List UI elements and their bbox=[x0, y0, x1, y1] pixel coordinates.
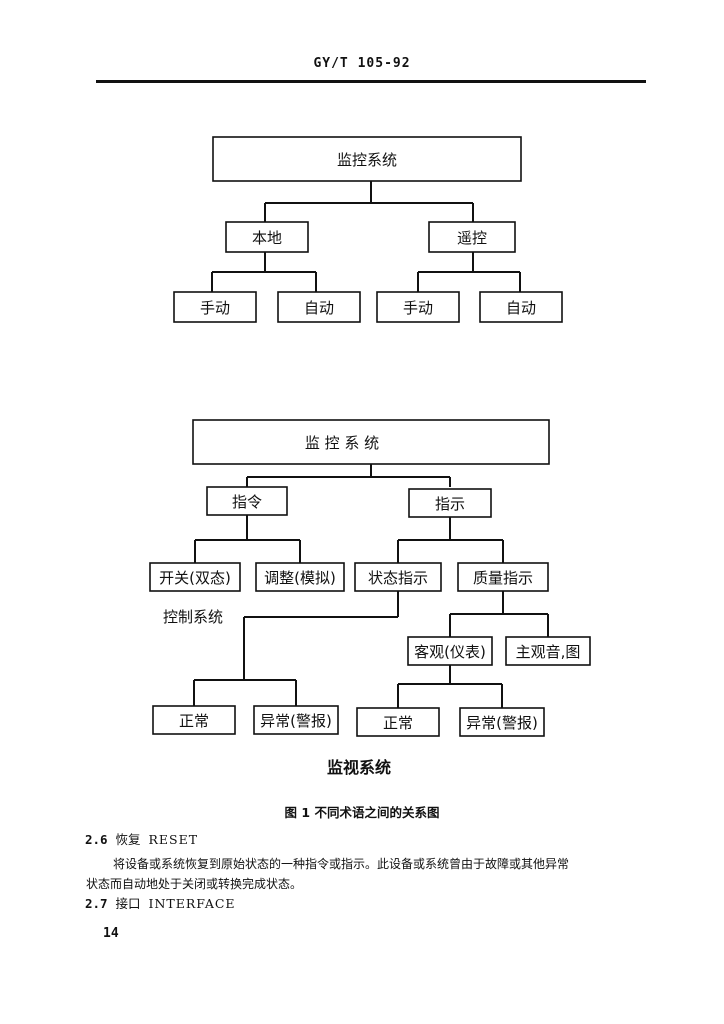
box-local-manual bbox=[173, 291, 257, 323]
connector bbox=[449, 591, 549, 637]
box-local-auto bbox=[277, 291, 361, 323]
tree-local-remote: 监控系统 本地 遥控 手动 自动 手动 自动 bbox=[173, 136, 563, 323]
figure-caption: 图 1 不同术语之间的关系图 bbox=[284, 805, 440, 820]
text-quality-indication: 质量指示 bbox=[473, 569, 533, 587]
connector bbox=[246, 464, 451, 487]
text-objective: 客观(仪表) bbox=[414, 643, 486, 661]
text-normal-2: 正常 bbox=[383, 714, 413, 732]
box-remote-auto bbox=[479, 291, 563, 323]
text-remote-manual: 手动 bbox=[403, 299, 433, 317]
page-number: 14 bbox=[103, 926, 119, 941]
label-control-system: 控制系统 bbox=[163, 608, 224, 626]
text-monitor-control-2: 监 控 系 统 bbox=[305, 434, 379, 452]
text-indication: 指示 bbox=[435, 495, 465, 513]
connector bbox=[397, 517, 504, 563]
box-abnormal-1 bbox=[253, 705, 339, 735]
box-local bbox=[225, 221, 309, 253]
section-2-6-title-cn: 恢复 bbox=[115, 832, 141, 847]
box-abnormal-2 bbox=[459, 707, 545, 737]
text-command: 指令 bbox=[232, 493, 262, 511]
connector bbox=[417, 252, 521, 292]
text-adjust: 调整(模拟) bbox=[264, 569, 336, 587]
box-normal-1 bbox=[152, 705, 236, 735]
section-2-6-body-line1: 将设备或系统恢复到原始状态的一种指令或指示。此设备或系统曾由于故障或其他异常 bbox=[113, 857, 570, 871]
section-2-6-number: 2.6 bbox=[85, 832, 108, 847]
section-2-7-title-en: INTERFACE bbox=[148, 896, 236, 911]
relationship-diagram: 监控系统 本地 遥控 手动 自动 手动 自动 监 控 系 统 指令 指示 开关(… bbox=[149, 136, 591, 737]
box-remote-manual bbox=[376, 291, 460, 323]
tree-command-indication: 监 控 系 统 指令 指示 开关(双态) 调整(模拟) 状态指示 质量指示 客观… bbox=[149, 419, 591, 737]
text-monitor-control: 监控系统 bbox=[337, 151, 397, 169]
text-subjective: 主观音,图 bbox=[516, 643, 581, 661]
section-2-7-title-cn: 接口 bbox=[115, 896, 141, 911]
text-local: 本地 bbox=[252, 229, 282, 247]
text-switch: 开关(双态) bbox=[159, 569, 231, 587]
connector bbox=[211, 252, 317, 292]
section-2-6-title-en: RESET bbox=[148, 832, 199, 847]
box-switch bbox=[149, 562, 241, 592]
header-rule bbox=[96, 80, 646, 83]
text-status-indication: 状态指示 bbox=[368, 569, 428, 587]
text-local-auto: 自动 bbox=[304, 299, 334, 317]
connector bbox=[193, 591, 399, 706]
text-normal-1: 正常 bbox=[179, 712, 209, 730]
connector bbox=[264, 181, 474, 222]
box-adjust bbox=[255, 562, 345, 592]
text-local-manual: 手动 bbox=[200, 299, 230, 317]
box-monitor-control bbox=[212, 136, 522, 182]
box-normal-2 bbox=[356, 707, 440, 737]
section-2-7-number: 2.7 bbox=[85, 896, 108, 911]
section-2-6-body-line2: 状态而自动地处于关闭或转换完成状态。 bbox=[86, 877, 303, 891]
connector bbox=[194, 515, 301, 563]
text-remote: 遥控 bbox=[457, 229, 487, 247]
box-subjective bbox=[505, 636, 591, 666]
text-remote-auto: 自动 bbox=[506, 299, 536, 317]
label-monitoring-system: 监视系统 bbox=[327, 758, 392, 777]
text-abnormal-2: 异常(警报) bbox=[466, 714, 538, 732]
document-code: GY/T 105-92 bbox=[313, 56, 411, 71]
text-abnormal-1: 异常(警报) bbox=[260, 712, 332, 730]
section-2-6-heading: 2.6 恢复 RESET bbox=[85, 831, 198, 849]
connector bbox=[397, 665, 503, 708]
section-2-7-heading: 2.7 接口 INTERFACE bbox=[85, 895, 236, 913]
